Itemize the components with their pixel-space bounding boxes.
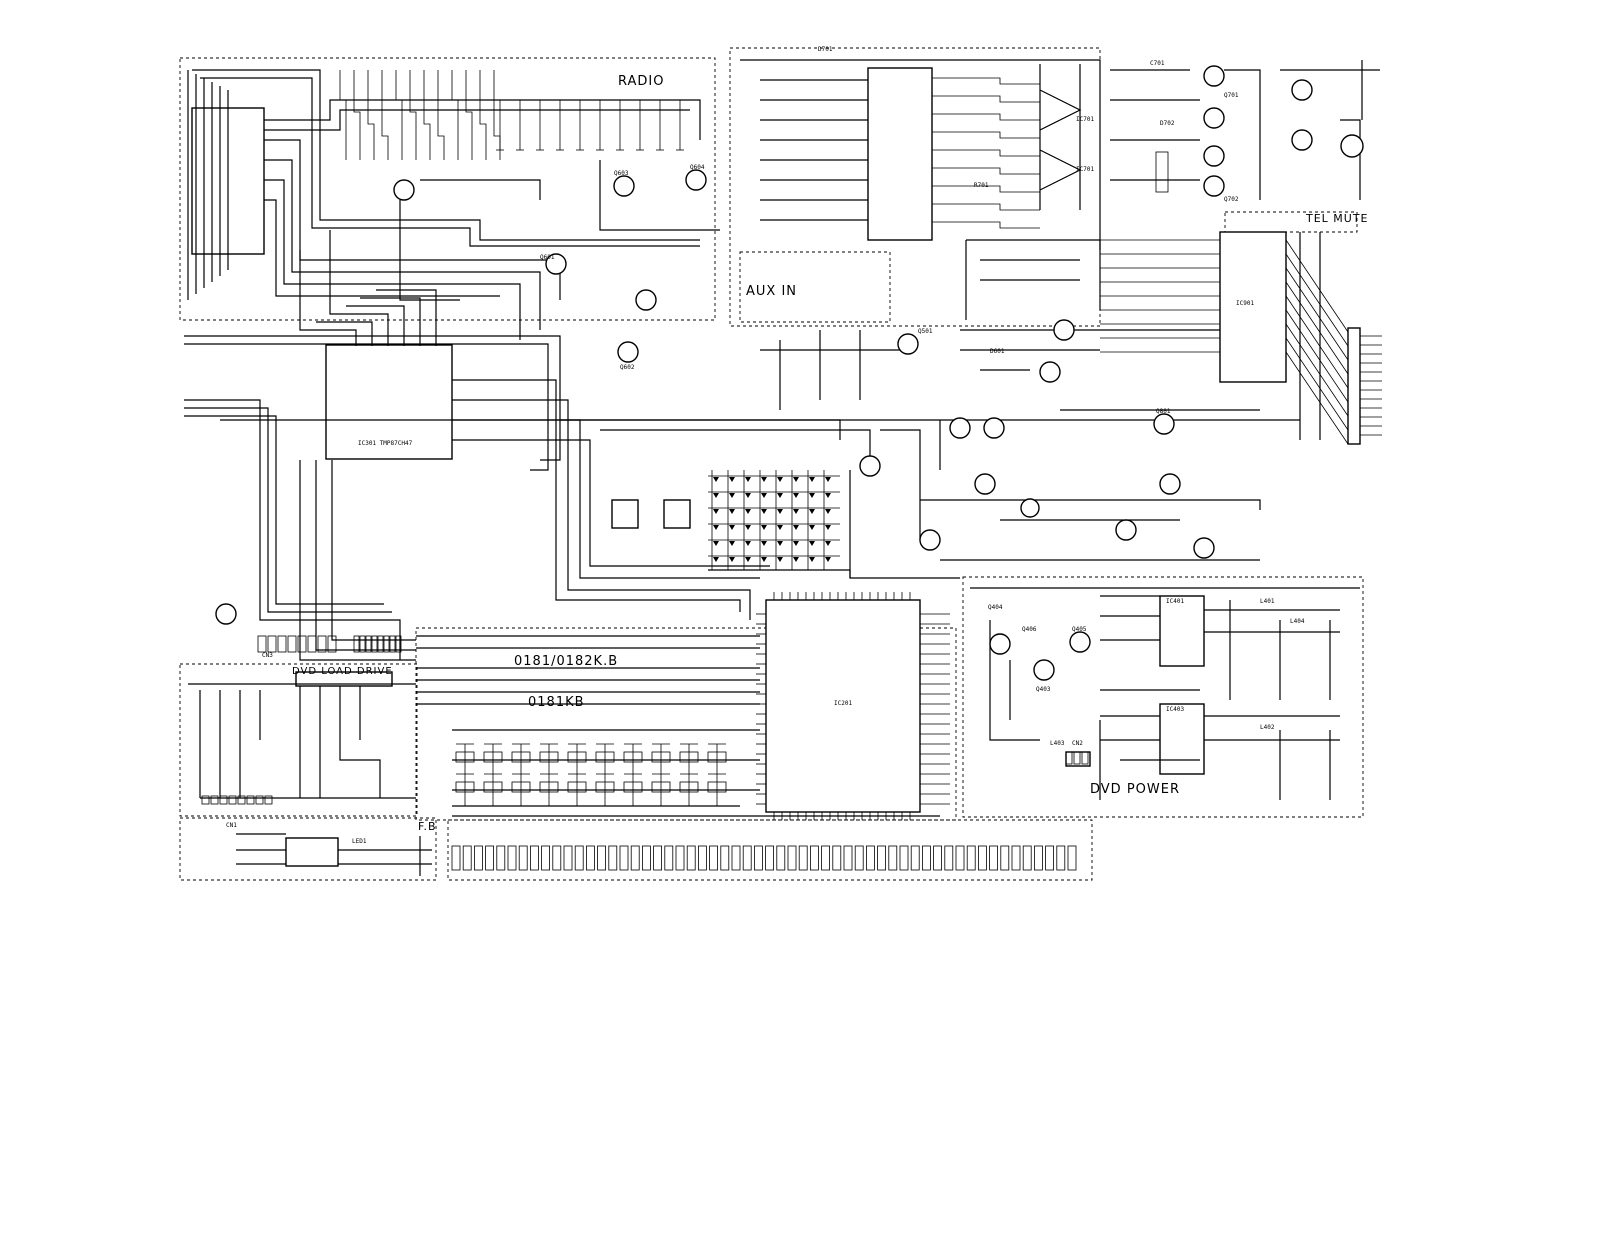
- ic301-label: IC301 TMP87CH47: [358, 440, 413, 447]
- led-switch-grid: [455, 477, 831, 793]
- q603-label: Q603: [614, 170, 629, 177]
- cn3-label: CN3: [262, 652, 273, 659]
- q801-label: Q801: [1156, 408, 1171, 415]
- q701-label: Q701: [1224, 92, 1239, 99]
- q406-label: Q406: [1022, 626, 1037, 633]
- r701-label: R701: [974, 182, 989, 189]
- q702-label: Q702: [1224, 196, 1239, 203]
- ic401-label: IC401: [1166, 598, 1185, 605]
- led1-label: LED1: [352, 838, 367, 845]
- d601-label: D601: [990, 348, 1005, 355]
- dvd-power-section-label: DVD POWER: [1090, 782, 1180, 797]
- c701-label: C701: [1150, 60, 1165, 67]
- q602-label: Q602: [620, 364, 635, 371]
- q604-label: Q604: [690, 164, 705, 171]
- l404-label: L404: [1290, 618, 1305, 625]
- ic701-a-label: IC701: [1076, 116, 1095, 123]
- fb-section-label: F.B: [418, 820, 437, 833]
- ic201-label: IC201: [834, 700, 853, 707]
- d702-label: D702: [1160, 120, 1175, 127]
- board-id-label-2: 0181KB: [528, 695, 585, 710]
- transistor-symbols: [215, 65, 1364, 681]
- dvd-load-drive-section-label: DVD LOAD DRIVE: [292, 666, 393, 677]
- q601-label: Q601: [540, 254, 555, 261]
- ic901-label: IC901: [1236, 300, 1255, 307]
- section-frames: [179, 47, 1364, 881]
- l402-label: L402: [1260, 724, 1275, 731]
- l403-label: L403: [1050, 740, 1065, 747]
- q501-label: Q501: [918, 328, 933, 335]
- l401-label: L401: [1260, 598, 1275, 605]
- cn2-label: CN2: [1072, 740, 1083, 747]
- ic-bodies: [191, 67, 1361, 867]
- tel-mute-section-label: TEL MUTE: [1306, 212, 1369, 225]
- connector-pins: [201, 151, 1169, 871]
- q403-label: Q403: [1036, 686, 1051, 693]
- ic701-b-label: IC701: [1076, 166, 1095, 173]
- ic403-label: IC403: [1166, 706, 1185, 713]
- q405-label: Q405: [1072, 626, 1087, 633]
- q404-label: Q404: [988, 604, 1003, 611]
- wiring: [184, 59, 1382, 876]
- aux-in-section-label: AUX IN: [746, 284, 798, 299]
- cn1-label: CN1: [226, 822, 237, 829]
- board-id-label: 0181/0182K.B: [514, 654, 619, 669]
- d701-label: D701: [818, 46, 833, 53]
- radio-section-label: RADIO: [618, 74, 665, 89]
